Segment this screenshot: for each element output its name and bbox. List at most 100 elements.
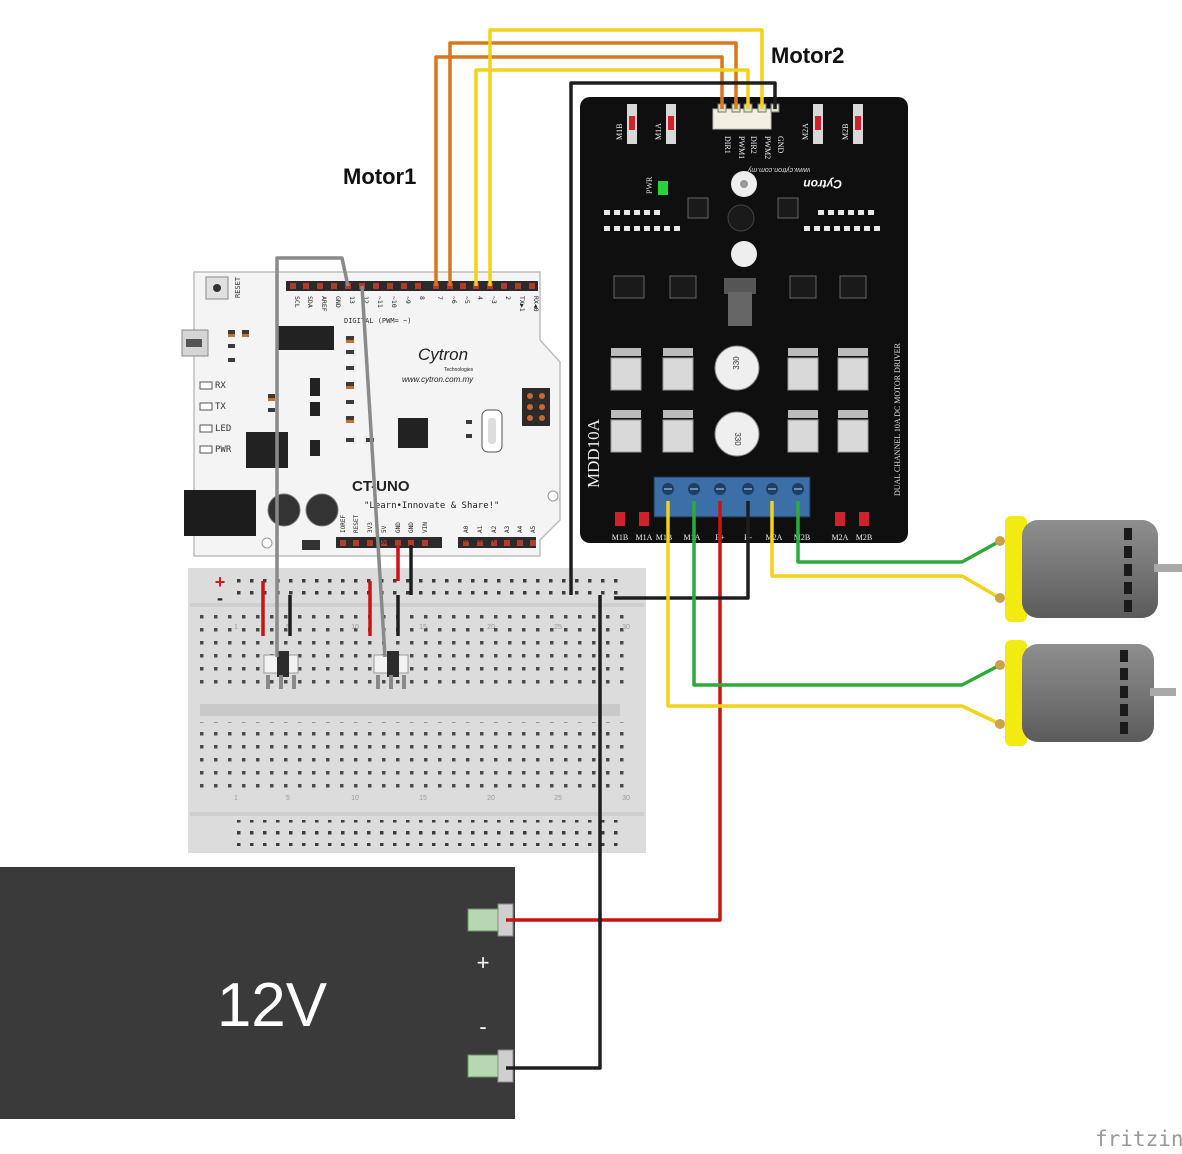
terminal-label: M1A [684, 533, 701, 542]
arduino-pin[interactable] [367, 540, 373, 546]
arduino-pin-label: A3 [504, 525, 511, 533]
arduino-pin[interactable] [395, 540, 401, 546]
motor-led-label: M1B [612, 533, 628, 542]
driver-header-connector[interactable] [712, 108, 772, 130]
motor-led [615, 512, 625, 526]
motor-led [639, 512, 649, 526]
mosfet [787, 357, 819, 391]
screw-terminal-block [653, 476, 811, 518]
battery-minus-label: - [479, 1014, 486, 1039]
wire-grey-2 [360, 285, 387, 658]
arduino-pin-label: ~6 [450, 296, 458, 304]
test-button-label: M2A [801, 123, 810, 140]
battery-minus-terminal[interactable] [467, 1049, 514, 1083]
uno-brand-sub: Technologies [444, 367, 474, 373]
arduino-pin[interactable] [530, 540, 536, 546]
pwr-led [658, 181, 668, 195]
mosfet [662, 419, 694, 453]
arduino-pin-label: A2 [491, 525, 498, 533]
driver-ic [777, 197, 799, 219]
reset-label: RESET [234, 276, 242, 298]
slide-switch-2[interactable] [373, 651, 409, 689]
arduino-pin[interactable] [463, 540, 469, 546]
arduino-pin-label: 2 [504, 296, 512, 300]
arduino-pin-label: A0 [463, 525, 470, 533]
rail-plus-label: + [215, 572, 226, 592]
column-number: 30 [622, 624, 630, 631]
arduino-pin[interactable] [515, 283, 521, 289]
arduino-pin-label: A5 [530, 525, 537, 533]
driver-description: DUAL CHANNEL 10A DC MOTOR DRIVER [893, 343, 902, 496]
uno-name: CT-UNO [352, 478, 410, 495]
icsp-header [522, 388, 550, 426]
arduino-pin[interactable] [353, 540, 359, 546]
column-number: 20 [487, 624, 495, 631]
column-number: 10 [351, 624, 359, 631]
driver-pin-label: PWM2 [763, 136, 772, 159]
column-number: 20 [487, 795, 495, 802]
driver-pin-label: DIR2 [749, 136, 758, 154]
mosfet [837, 419, 869, 453]
arduino-pin[interactable] [529, 283, 535, 289]
cap-value: 330 [732, 356, 741, 370]
status-led [199, 424, 213, 433]
arduino-pin[interactable] [331, 283, 337, 289]
arduino-pin[interactable] [373, 283, 379, 289]
wire-m2a [770, 501, 1001, 600]
driver-ic [789, 275, 817, 299]
column-number: 5 [286, 624, 290, 631]
cap-value: 330 [733, 432, 742, 446]
column-number: 30 [622, 795, 630, 802]
column-number: 15 [419, 624, 427, 631]
arduino-pin[interactable] [460, 283, 466, 289]
arduino-pin[interactable] [340, 540, 346, 546]
arduino-pin-label: 3V3 [367, 522, 374, 533]
wire-pwm2 [488, 28, 764, 286]
arduino-pin-label: 5V [381, 525, 388, 533]
arduino-pin[interactable] [317, 283, 323, 289]
wire-m1b [666, 501, 1001, 726]
arduino-pin[interactable] [290, 283, 296, 289]
battery: 12V + - [0, 867, 515, 1119]
driver-name: MDD10A [584, 418, 603, 488]
arduino-pin[interactable] [477, 540, 483, 546]
arduino-pin[interactable] [501, 283, 507, 289]
driver-capacitor [714, 345, 760, 391]
arduino-pin[interactable] [381, 540, 387, 546]
arduino-pin[interactable] [401, 283, 407, 289]
status-led [199, 402, 213, 411]
wire-bminus [614, 501, 750, 600]
motor2-label: Motor2 [771, 43, 844, 68]
analog-label: ANALOG IN [462, 537, 495, 544]
arduino-pin[interactable] [491, 540, 497, 546]
test-button-label: M1B [615, 124, 624, 140]
arduino-pin[interactable] [387, 283, 393, 289]
arduino-pin[interactable] [422, 540, 428, 546]
uno-url: www.cytron.com.my [402, 375, 474, 384]
terminal-label: M2A [766, 533, 783, 542]
arduino-pin-label: A1 [477, 525, 484, 533]
arduino-pin[interactable] [517, 540, 523, 546]
arduino-pin[interactable] [504, 540, 510, 546]
arduino-pin-label: 13 [348, 296, 356, 304]
battery-plus-label: + [477, 950, 490, 975]
status-led-label: TX [215, 402, 226, 412]
wire-pwm1 [448, 41, 738, 286]
driver-ic [687, 197, 709, 219]
status-led-label: LED [215, 424, 231, 434]
slide-switch-1[interactable] [263, 651, 299, 689]
arduino-pin[interactable] [415, 283, 421, 289]
arduino-pin-label: ~9 [404, 296, 412, 304]
arduino-pin[interactable] [303, 283, 309, 289]
arduino-pin[interactable] [408, 540, 414, 546]
mosfet [837, 357, 869, 391]
motor-led [835, 512, 845, 526]
dc-jack[interactable] [184, 490, 256, 536]
driver-ic [839, 275, 867, 299]
motor-led [859, 512, 869, 526]
dc-motor-1 [995, 516, 1182, 622]
battery-plus-terminal[interactable] [467, 903, 514, 937]
test-button-label: M2B [841, 124, 850, 140]
